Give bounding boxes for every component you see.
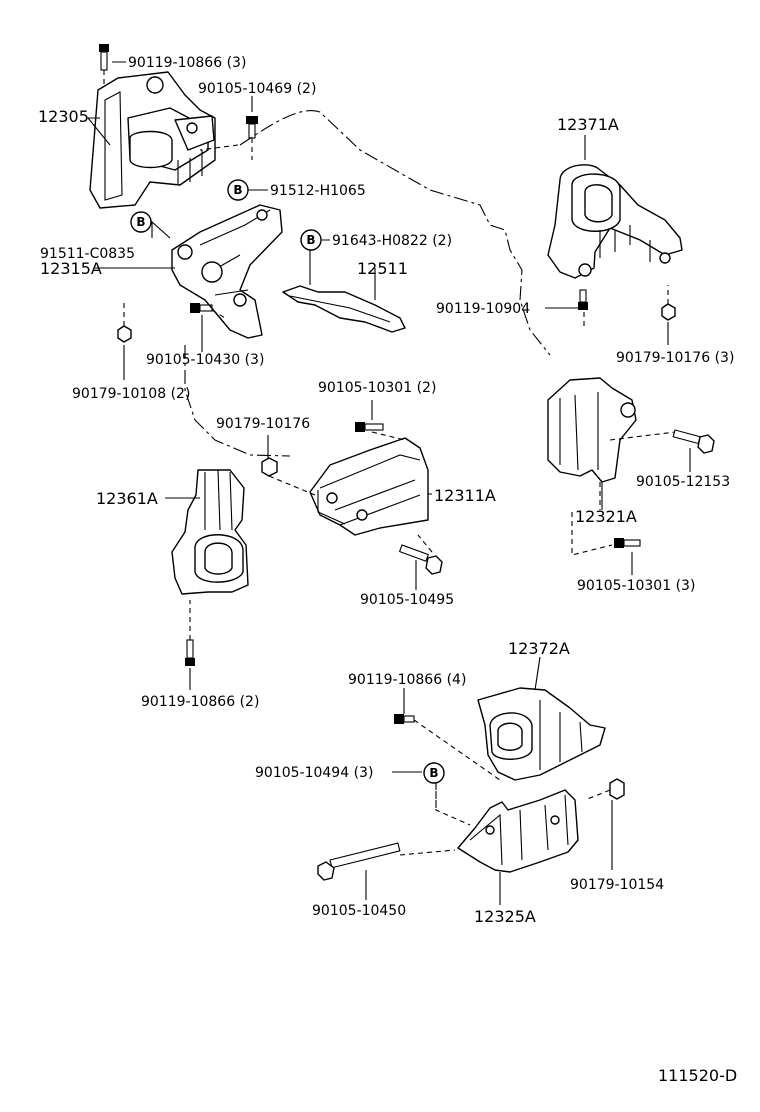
chain-line-left xyxy=(184,345,291,457)
svg-text:B: B xyxy=(136,215,145,229)
label-90119-10866-2: 90119-10866 (2) xyxy=(141,694,259,710)
label-90105-12153: 90105-12153 xyxy=(636,474,730,490)
label-90105-10469-2: 90105-10469 (2) xyxy=(198,81,316,97)
bolt-90105-10301-3 xyxy=(614,538,641,548)
bolt-90119-10866-lower xyxy=(394,714,415,724)
part-12311A xyxy=(309,437,429,536)
bolt-90119-10904 xyxy=(578,289,588,310)
bolt-90119-10866-top xyxy=(99,44,109,71)
label-12315A: 12315A xyxy=(40,259,102,278)
label-90105-10301-3: 90105-10301 (3) xyxy=(577,578,695,594)
part-12371A xyxy=(547,164,683,279)
bolt-90105-12153 xyxy=(672,429,715,454)
label-90105-10494-3: 90105-10494 (3) xyxy=(255,765,373,781)
label-90179-10176-3: 90179-10176 (3) xyxy=(616,350,734,366)
bolt-90105-10450 xyxy=(317,842,401,881)
label-90105-10430-3: 90105-10430 (3) xyxy=(146,352,264,368)
label-90119-10866-4: 90119-10866 (4) xyxy=(348,672,466,688)
diagram-id: 111520-D xyxy=(658,1066,737,1085)
dash-lines xyxy=(103,70,676,856)
part-12372A xyxy=(477,687,606,781)
label-12372A: 12372A xyxy=(508,639,570,658)
nut-90179-10154 xyxy=(609,778,625,800)
label-12371A: 12371A xyxy=(557,115,619,134)
label-90105-10301-2: 90105-10301 (2) xyxy=(318,380,436,396)
svg-text:B: B xyxy=(429,766,438,780)
label-90105-10495: 90105-10495 xyxy=(360,592,454,608)
part-12325A xyxy=(457,789,579,873)
part-12305 xyxy=(89,71,216,209)
part-12511 xyxy=(282,285,406,333)
label-12311A: 12311A xyxy=(434,486,496,505)
marker-b-1: B xyxy=(227,179,249,201)
nut-90179-10176 xyxy=(261,457,278,477)
part-12315A xyxy=(171,204,283,339)
label-91643-H0822-2: 91643-H0822 (2) xyxy=(332,233,452,249)
bolt-90105-10301-2 xyxy=(355,422,384,432)
label-90179-10154: 90179-10154 xyxy=(570,877,664,893)
label-12511: 12511 xyxy=(357,259,408,278)
label-90105-10450: 90105-10450 xyxy=(312,903,406,919)
nut-90179-10108 xyxy=(117,325,132,343)
part-12321A xyxy=(547,377,637,483)
label-12321A: 12321A xyxy=(575,507,637,526)
label-12325A: 12325A xyxy=(474,907,536,926)
label-90119-10866-3: 90119-10866 (3) xyxy=(128,55,246,71)
part-12361A xyxy=(171,469,249,595)
marker-b-3: B xyxy=(300,229,322,251)
label-90179-10108-2: 90179-10108 (2) xyxy=(72,386,190,402)
label-91512-H1065: 91512-H1065 xyxy=(270,183,366,199)
label-90179-10176: 90179-10176 xyxy=(216,416,310,432)
label-91511-C0835: 91511-C0835 xyxy=(40,246,135,262)
marker-b-4: B xyxy=(423,762,445,784)
bolt-90105-10495 xyxy=(398,544,443,575)
bolt-90105-10430 xyxy=(190,303,213,313)
svg-text:B: B xyxy=(306,233,315,247)
chain-line-top xyxy=(239,110,551,356)
label-90119-10904: 90119-10904 xyxy=(436,301,530,317)
leader-lines xyxy=(86,61,691,905)
svg-text:B: B xyxy=(233,183,242,197)
label-12361A: 12361A xyxy=(96,489,158,508)
nut-90179-10176-3 xyxy=(661,303,676,321)
marker-b-2: B xyxy=(130,211,152,233)
label-12305: 12305 xyxy=(38,107,89,126)
bolt-90119-10866-left xyxy=(185,639,195,666)
